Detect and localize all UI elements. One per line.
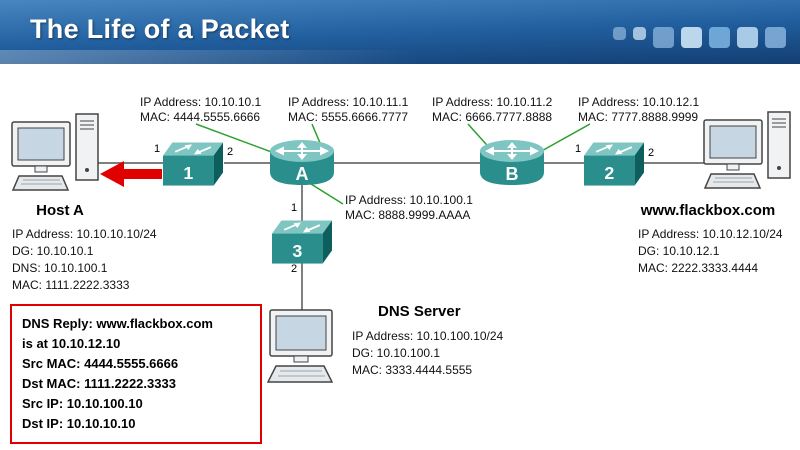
web-server-mac: MAC: 2222.3333.4444 [638,261,759,275]
interface-ip: IP Address: 10.10.10.1 [140,95,262,109]
host-a-details: IP Address: 10.10.10.10/24 DG: 10.10.10.… [12,226,157,294]
header-bar: The Life of a Packet [0,0,800,64]
interface-label-router-b-left: IP Address: 10.10.11.2 MAC: 6666.7777.88… [432,95,552,125]
decor-square [737,27,758,48]
host-a-computer [10,112,102,207]
interface-ip: IP Address: 10.10.100.1 [345,193,473,207]
dns-server-title: DNS Server [378,303,461,320]
packet-line: Dst MAC: 1111.2222.3333 [22,376,176,391]
interface-mac: MAC: 5555.6666.7777 [288,110,409,124]
switch-3: 3 [272,219,332,270]
interface-label-router-a-bottom: IP Address: 10.10.100.1 MAC: 8888.9999.A… [345,193,473,223]
slide-title: The Life of a Packet [30,14,290,44]
dns-server-dg: DG: 10.10.100.1 [352,346,441,360]
dns-reply-packet-box: DNS Reply: www.flackbox.com is at 10.10.… [10,304,262,444]
switch-2: 2 [584,141,644,192]
web-server-dg: DG: 10.10.12.1 [638,244,720,258]
decor-square [613,27,626,40]
interface-mac: MAC: 7777.8888.9999 [578,110,699,124]
interface-ip: IP Address: 10.10.11.2 [432,95,553,109]
interface-mac: MAC: 8888.9999.AAAA [345,208,471,222]
switch-1-port-1: 1 [154,143,161,155]
decor-square [681,27,702,48]
network-switch-icon: 1 [163,142,223,186]
switch-2-port-2: 2 [648,147,655,159]
decor-square [765,27,786,48]
host-a-dns: DNS: 10.10.100.1 [12,261,108,275]
dns-server-details: IP Address: 10.10.100.10/24 DG: 10.10.10… [352,328,503,379]
interface-mac: MAC: 4444.5555.6666 [140,110,261,124]
host-a-title: Host A [36,202,84,219]
dns-server-mac: MAC: 3333.4444.5555 [352,363,473,377]
switch-1-label: 1 [183,163,193,183]
router-a: A [270,139,334,192]
web-server-title: www.flackbox.com [640,202,776,219]
web-server-details: IP Address: 10.10.12.10/24 DG: 10.10.12.… [638,226,783,277]
desktop-computer-icon [11,113,99,191]
packet-line: is at 10.10.12.10 [22,336,121,351]
web-server-ip: IP Address: 10.10.12.10/24 [638,227,783,241]
router-b: B [480,139,544,192]
network-links [96,162,706,310]
network-switch-icon: 3 [272,220,332,264]
interface-ip: IP Address: 10.10.11.1 [288,95,409,109]
decor-square [653,27,674,48]
router-b-label: B [506,164,519,184]
switch-2-port-1: 1 [575,143,582,155]
packet-line: Src MAC: 4444.5555.6666 [22,356,179,371]
switch-3-port-1: 1 [291,202,298,214]
router-a-label: A [296,164,309,184]
switch-2-label: 2 [604,163,614,183]
switch-1-port-2: 2 [227,146,234,158]
switch-1: 1 [163,141,223,192]
dns-server-ip: IP Address: 10.10.100.10/24 [352,329,504,343]
network-switch-icon: 2 [584,142,644,186]
header-decor-squares [613,27,786,48]
desktop-computer-icon [266,309,334,383]
packet-line: Src IP: 10.10.100.10 [22,396,143,411]
switch-3-label: 3 [292,241,302,261]
host-a-mac: MAC: 1111.2222.3333 [12,278,130,292]
interface-label-router-a-left: IP Address: 10.10.10.1 MAC: 4444.5555.66… [140,95,261,125]
interface-label-router-a-right: IP Address: 10.10.11.1 MAC: 5555.6666.77… [288,95,408,125]
interface-ip: IP Address: 10.10.12.1 [578,95,700,109]
desktop-computer-icon [703,111,791,189]
decor-square [633,27,646,40]
host-a-ip: IP Address: 10.10.10.10/24 [12,227,157,241]
host-a-dg: DG: 10.10.10.1 [12,244,94,258]
web-server-computer [702,110,794,205]
interface-label-router-b-right: IP Address: 10.10.12.1 MAC: 7777.8888.99… [578,95,699,125]
packet-line: Dst IP: 10.10.10.10 [22,416,136,431]
packet-line: DNS Reply: www.flackbox.com [22,316,213,331]
switch-3-port-2: 2 [291,263,298,275]
interface-mac: MAC: 6666.7777.8888 [432,110,553,124]
router-cylinder-icon: B [480,140,544,185]
decor-square [709,27,730,48]
router-cylinder-icon: A [270,140,334,185]
dns-server-computer [262,308,342,393]
red-left-arrow-icon [100,161,162,187]
